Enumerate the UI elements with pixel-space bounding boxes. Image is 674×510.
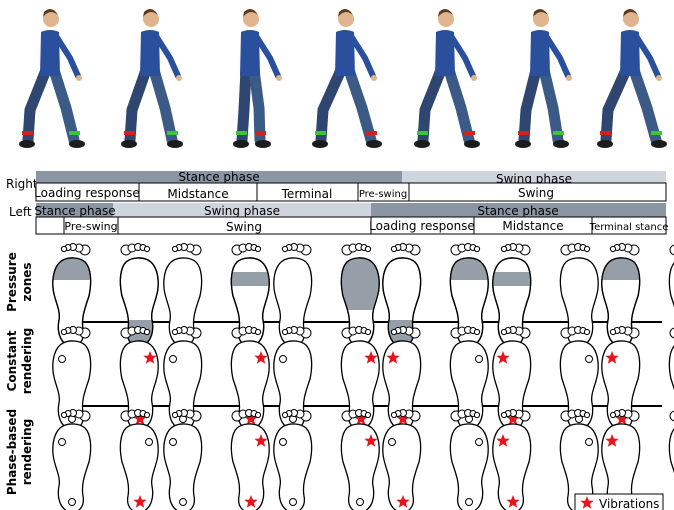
legend-label: Vibrations [599,497,659,510]
right-row-label: Right [6,177,38,191]
ankle-marker [167,131,178,135]
gait-phase-table: Right Left Stance phase Swing phase Load… [6,170,668,234]
walking-figures [19,9,667,148]
pressure-zone [339,256,381,280]
walking-figure [515,9,572,148]
left-row-label: Left [9,205,32,219]
sensor-marker [290,499,297,506]
right-foot [120,410,158,510]
sensor-marker [357,499,364,506]
right-terminal-label: Terminal [281,187,333,201]
right-foot [341,410,379,510]
left-foot [164,410,202,510]
ankle-marker [315,131,326,135]
foot-pair [383,410,488,510]
right-foot [669,410,674,510]
left-loading-response-label: Loading response [369,219,475,233]
pressure-zone [448,256,490,280]
phase-based-rendering-title-line1: Phase-based [5,409,19,495]
sensor-marker [476,356,483,363]
right-swing-label: Swing [518,186,554,200]
pressure-zone [51,256,93,280]
left-stance-phase-label-2: Stance phase [477,204,558,218]
phase-based-rendering-title-line2: rendering [20,419,34,486]
ankle-marker [518,131,529,135]
foot-pair [51,244,160,351]
walking-figure [233,9,282,148]
ankle-marker [600,131,611,135]
pressure-zones-title-line1: Pressure [5,252,19,312]
left-midstance-label: Midstance [502,219,563,233]
ankle-marker [124,131,135,135]
ankle-marker [417,131,428,135]
right-foot [231,410,269,510]
foot-pair [381,244,490,351]
sensor-marker [586,439,593,446]
sensor-marker [69,499,76,506]
sensor-marker [180,499,187,506]
sensor-marker [146,439,153,446]
right-loading-response-label: Loading response [34,186,140,200]
left-stance-phase-label: Stance phase [34,204,115,218]
ankle-marker [553,131,564,135]
legend: Vibrations [575,494,663,510]
ankle-marker [69,131,80,135]
constant-rendering-title-line2: rendering [20,328,34,395]
ankle-marker [255,131,266,135]
left-foot [274,410,312,510]
left-foot [493,410,531,510]
sensor-marker [170,439,177,446]
pressure-zone [491,272,533,286]
right-pre-swing-label: Pre-swing [359,189,407,200]
constant-rendering-title-line1: Constant [5,330,19,391]
left-foot [383,410,421,510]
right-stance-phase-label: Stance phase [178,170,259,184]
sensor-marker [59,439,66,446]
pressure-zones-title-line2: zones [20,262,34,301]
foot-pair [164,410,269,510]
foot-pairs [51,244,674,510]
sensor-marker [389,439,396,446]
walking-figure [121,9,183,148]
sensor-marker [280,356,287,363]
left-swing-phase-label: Swing phase [204,204,280,218]
walking-figure [19,9,85,148]
sensor-marker [170,356,177,363]
sensor-marker [476,439,483,446]
ankle-marker [236,131,247,135]
ankle-marker [366,131,377,135]
ankle-marker [464,131,475,135]
sensor-marker [586,356,593,363]
walking-figure [312,9,382,148]
sensor-marker [466,499,473,506]
sensor-marker [280,439,287,446]
ankle-marker [651,131,662,135]
right-foot [450,410,488,510]
left-terminal-stance-label: Terminal stance [589,222,669,233]
walking-figure [597,9,667,148]
pressure-zone [600,256,642,280]
left-swing-label: Swing [226,220,262,234]
left-foot [53,410,91,510]
sensor-marker [59,356,66,363]
left-pre-swing-label: Pre-swing [64,220,117,233]
pressure-zone [229,272,271,286]
right-midstance-label: Midstance [167,187,228,201]
foot-pair [53,410,158,510]
foot-pair [274,410,379,510]
ankle-marker [22,131,33,135]
walking-figure [414,9,480,148]
